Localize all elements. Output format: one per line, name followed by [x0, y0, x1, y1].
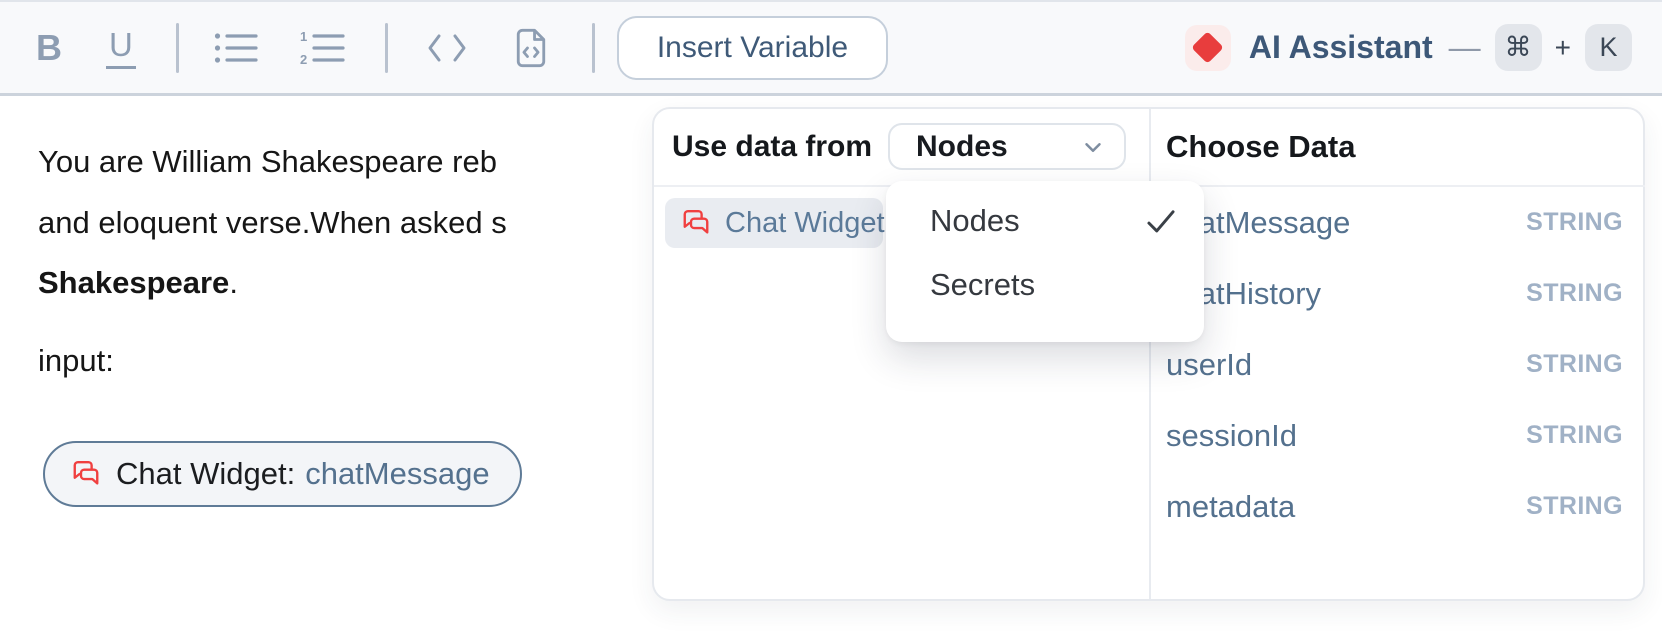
editor-line: input: — [38, 343, 114, 378]
node-item-chat-widget[interactable]: Chat Widget — [665, 198, 885, 248]
check-icon — [1147, 210, 1175, 233]
use-data-from-header: Use data from Nodes — [654, 109, 1149, 187]
ai-assistant-label: AI Assistant — [1248, 29, 1433, 65]
underline-button[interactable]: U — [106, 26, 136, 69]
choose-data-panel: Choose Data chatMessage STRING chatHisto… — [1149, 109, 1645, 599]
code-block-button[interactable] — [514, 28, 548, 68]
data-field-type: STRING — [1526, 421, 1623, 449]
toolbar-divider — [175, 22, 179, 73]
formatting-toolbar: B U 1 2 — [0, 0, 1662, 96]
data-field-list: chatMessage STRING chatHistory STRING us… — [1151, 187, 1645, 542]
chevron-down-icon — [1085, 142, 1101, 152]
svg-text:1: 1 — [300, 29, 307, 44]
code-button[interactable] — [426, 32, 468, 64]
data-field-row[interactable]: sessionId STRING — [1151, 400, 1645, 471]
dropdown-option-secrets[interactable]: Secrets — [886, 253, 1204, 317]
dropdown-option-label: Nodes — [930, 203, 1020, 238]
editor-line: You are William Shakespeare reb — [38, 144, 497, 179]
insert-variable-button[interactable]: Insert Variable — [616, 15, 889, 80]
underline-icon: U — [106, 26, 136, 69]
code-icon — [428, 34, 466, 61]
numbered-list-button[interactable]: 1 2 — [299, 28, 345, 68]
bold-button[interactable]: B — [36, 27, 62, 69]
insert-variable-popup: Use data from Nodes Chat Widget Choose D… — [652, 107, 1645, 601]
toolbar-divider — [591, 22, 595, 73]
use-data-from-label: Use data from — [672, 130, 873, 163]
bullet-list-icon — [214, 32, 258, 63]
chip-node-label: Chat Widget: — [116, 456, 296, 491]
choose-data-header: Choose Data — [1151, 109, 1645, 187]
ai-assistant-shortcut[interactable]: AI Assistant — ⌘ + K — [1184, 24, 1632, 71]
chat-widget-icon — [683, 209, 709, 234]
variable-chip[interactable]: Chat Widget: chatMessage — [43, 441, 522, 507]
data-field-row[interactable]: metadata STRING — [1151, 471, 1645, 542]
chip-variable-name: chatMessage — [305, 456, 490, 491]
choose-data-title: Choose Data — [1166, 129, 1356, 164]
data-field-row[interactable]: chatMessage STRING — [1151, 187, 1645, 258]
chat-widget-icon — [73, 460, 99, 485]
data-field-name: sessionId — [1166, 417, 1297, 453]
ai-assistant-icon — [1184, 24, 1231, 71]
editor-line: and eloquent verse.When asked s — [38, 205, 507, 240]
data-field-type: STRING — [1526, 492, 1623, 520]
node-item-label: Chat Widget — [725, 206, 885, 239]
numbered-list-icon: 1 2 — [300, 29, 345, 67]
dropdown-option-nodes[interactable]: Nodes — [886, 189, 1204, 253]
bullet-list-button[interactable] — [213, 28, 259, 68]
file-code-icon — [516, 28, 546, 67]
data-field-type: STRING — [1526, 208, 1623, 236]
data-field-type: STRING — [1526, 350, 1623, 378]
bold-icon: B — [36, 26, 62, 68]
toolbar-divider — [384, 22, 388, 73]
data-source-select[interactable]: Nodes — [888, 123, 1126, 170]
data-field-row[interactable]: chatHistory STRING — [1151, 258, 1645, 329]
shortcut-dash: — — [1448, 29, 1481, 65]
shortcut-plus: + — [1554, 31, 1571, 63]
data-field-type: STRING — [1526, 279, 1623, 307]
data-source-select-value: Nodes — [916, 129, 1008, 163]
data-source-dropdown-menu: Nodes Secrets — [886, 181, 1204, 342]
dropdown-option-label: Secrets — [930, 267, 1036, 302]
cmd-key-badge: ⌘ — [1494, 24, 1542, 71]
svg-text:2: 2 — [300, 52, 307, 67]
k-key-badge: K — [1585, 24, 1632, 71]
data-field-name: userId — [1166, 346, 1253, 382]
data-field-name: metadata — [1166, 488, 1296, 524]
editor-line: Shakespeare. — [38, 265, 238, 300]
data-field-row[interactable]: userId STRING — [1151, 329, 1645, 400]
